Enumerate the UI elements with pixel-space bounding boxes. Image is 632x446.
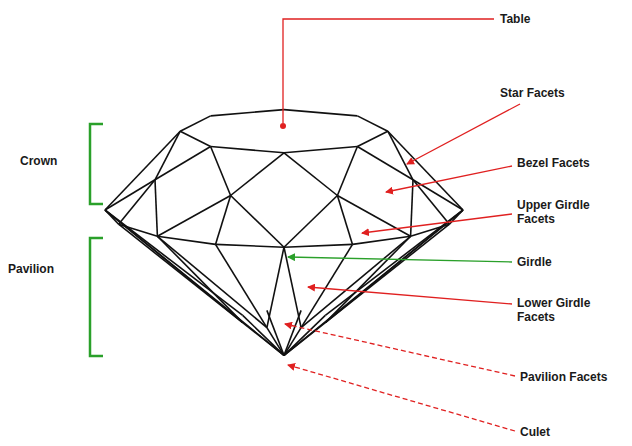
part-label: Star Facets — [500, 86, 565, 100]
leader-line — [285, 324, 515, 376]
facet-edge — [411, 180, 413, 237]
part-label: Crown — [20, 154, 57, 168]
facet-edge — [284, 196, 337, 248]
part-label: Culet — [520, 425, 550, 439]
facet-edge — [284, 147, 357, 153]
facet-edge — [211, 147, 284, 153]
brackets — [90, 124, 103, 356]
facet-edge — [284, 110, 357, 116]
leader-line — [386, 166, 512, 192]
facet-edge — [357, 147, 413, 180]
facet-edge — [105, 210, 284, 355]
leader-line — [308, 287, 512, 304]
part-label: Upper Girdle Facets — [517, 198, 601, 226]
facet-edge — [388, 131, 463, 210]
crown-bracket — [90, 124, 103, 204]
facet-edge — [211, 147, 231, 196]
facet-edge — [105, 131, 180, 210]
facet-edge — [353, 236, 411, 244]
facet-edge — [157, 236, 267, 327]
facet-edge — [180, 116, 210, 131]
part-label: Pavilion — [8, 262, 54, 276]
part-label: Bezel Facets — [517, 156, 590, 170]
facet-edge — [157, 236, 242, 322]
part-label: Girdle — [517, 255, 552, 269]
part-label: Lower Girdle Facets — [517, 296, 601, 324]
facet-edge — [357, 131, 387, 146]
leader-line — [407, 104, 520, 164]
facet-edge — [357, 116, 387, 131]
leader-line — [283, 19, 494, 123]
leader-dot — [280, 123, 286, 129]
leader-line — [362, 214, 512, 233]
facet-edge — [325, 236, 410, 322]
facet-edge — [231, 153, 284, 196]
diamond-drawing — [105, 110, 463, 356]
leader-line — [288, 365, 515, 431]
facet-edge — [337, 196, 352, 245]
leader-lines — [280, 19, 520, 431]
facet-edge — [180, 131, 210, 146]
diamond-body — [105, 110, 463, 356]
facet-edge — [284, 244, 353, 247]
facet-edge — [157, 236, 215, 244]
facet-edge — [211, 110, 284, 116]
facet-edge — [155, 180, 157, 237]
facet-edge — [337, 147, 357, 196]
part-label: Pavilion Facets — [520, 370, 607, 384]
facet-edge — [119, 180, 155, 224]
facet-edge — [231, 196, 284, 248]
facet-edge — [284, 153, 337, 196]
facet-edge — [216, 244, 285, 247]
part-label: Table — [500, 12, 530, 26]
pavilion-bracket — [90, 238, 103, 356]
facet-edge — [157, 196, 230, 237]
facet-edge — [413, 180, 449, 224]
leader-line — [288, 257, 512, 262]
facet-edge — [325, 224, 449, 322]
facet-edge — [301, 236, 411, 327]
facet-edge — [155, 131, 180, 180]
